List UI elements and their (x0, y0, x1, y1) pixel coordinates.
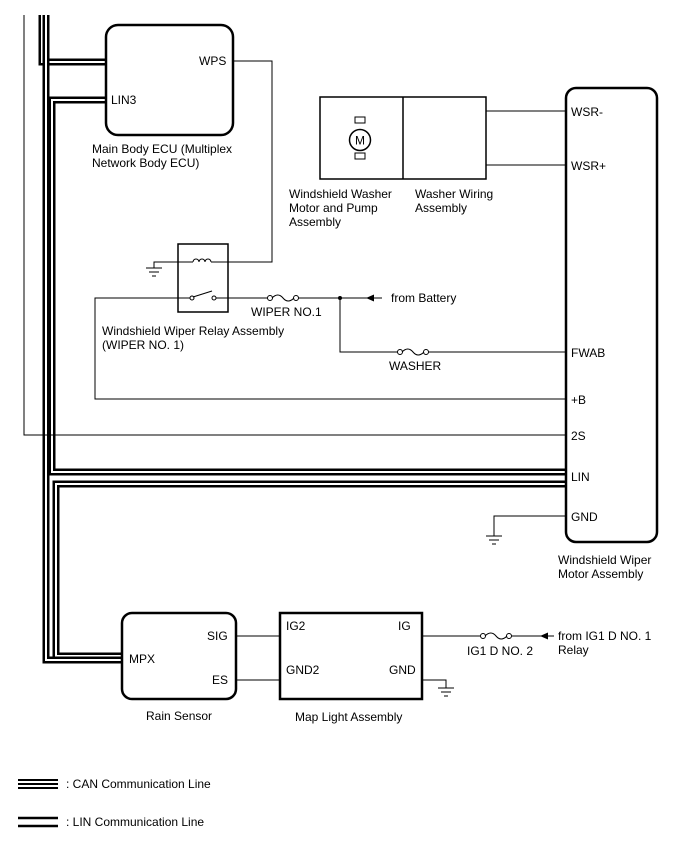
pin-es: ES (212, 673, 228, 687)
pin-wps: WPS (199, 54, 226, 68)
motor-symbol (348, 128, 372, 152)
washer-wiring-label-1: Washer Wiring (415, 187, 493, 201)
washer-wiring-label-2: Assembly (415, 201, 467, 215)
pin-wsr-plus: WSR+ (571, 159, 606, 173)
can-bus-lines (38, 15, 106, 66)
pin-fwab: FWAB (571, 346, 605, 360)
legend-lin-label: : LIN Communication Line (66, 815, 204, 829)
pin-mpx: MPX (129, 652, 155, 666)
main-body-ecu: WPS LIN3 Main Body ECU (Multiplex Networ… (92, 23, 235, 170)
washer-motor-label-3: Assembly (289, 215, 341, 229)
from-ig1-relay-label-2: Relay (558, 643, 589, 657)
washer-assemblies: M Windshield Washer Motor and Pump Assem… (289, 96, 493, 229)
main-body-ecu-label-2: Network Body ECU) (92, 156, 199, 170)
arrow-from-ig1-relay (540, 632, 554, 640)
fuse-wiper-no1 (267, 294, 299, 302)
wiper-relay-label-2: (WIPER NO. 1) (102, 338, 184, 352)
wiper-motor-label-1: Windshield Wiper (558, 553, 651, 567)
washer-motor-label-1: Windshield Washer (289, 187, 392, 201)
wiper-relay-label-1: Windshield Wiper Relay Assembly (102, 324, 284, 338)
motor-letter: M (355, 134, 365, 148)
pin-wsr-minus: WSR- (571, 105, 603, 119)
pin-gnd: GND (571, 510, 598, 524)
ground-symbol-relay (146, 267, 162, 277)
pin-gnd2: GND2 (286, 663, 320, 677)
wiper-motor-label-2: Motor Assembly (558, 567, 643, 581)
pin-plus-b: +B (571, 393, 586, 407)
fuse-wiper-no1-label: WIPER NO.1 (251, 305, 322, 319)
pin-lin: LIN (571, 470, 590, 484)
fuse-washer (397, 348, 429, 356)
fuse-ig1-d-no2 (480, 632, 512, 640)
pin-sig: SIG (207, 629, 228, 643)
ground-symbol-map-light (438, 687, 454, 697)
rain-sensor: SIG MPX ES Rain Sensor (120, 611, 238, 723)
pin-map-gnd: GND (389, 663, 416, 677)
lin-bus-lines (42, 15, 565, 664)
pin-lin3: LIN3 (111, 93, 137, 107)
legend-can-label: : CAN Communication Line (66, 777, 211, 791)
legend-can: : CAN Communication Line (18, 777, 211, 791)
wires (23, 15, 566, 688)
map-light-assembly: IG2 IG GND2 GND Map Light Assembly (278, 611, 424, 724)
rain-sensor-label: Rain Sensor (146, 709, 212, 723)
fuse-washer-label: WASHER (389, 359, 442, 373)
map-light-label: Map Light Assembly (295, 710, 402, 724)
pin-ig2: IG2 (286, 619, 306, 633)
pin-2s: 2S (571, 429, 586, 443)
from-battery-label: from Battery (391, 291, 456, 305)
main-body-ecu-label-1: Main Body ECU (Multiplex (92, 142, 232, 156)
junction-dot (338, 296, 342, 300)
washer-motor-label-2: Motor and Pump (289, 201, 378, 215)
pin-ig: IG (398, 619, 411, 633)
arrow-from-battery (366, 294, 382, 302)
fuse-ig1-d-no2-label: IG1 D NO. 2 (467, 644, 533, 658)
from-ig1-relay-label-1: from IG1 D NO. 1 (558, 629, 652, 643)
wiper-motor: WSR- WSR+ FWAB +B 2S LIN GND Windshield … (558, 86, 659, 581)
wiper-relay: Windshield Wiper Relay Assembly (WIPER N… (102, 243, 284, 352)
legend-lin: : LIN Communication Line (18, 815, 204, 829)
ground-symbol-wiper-motor (486, 535, 502, 545)
